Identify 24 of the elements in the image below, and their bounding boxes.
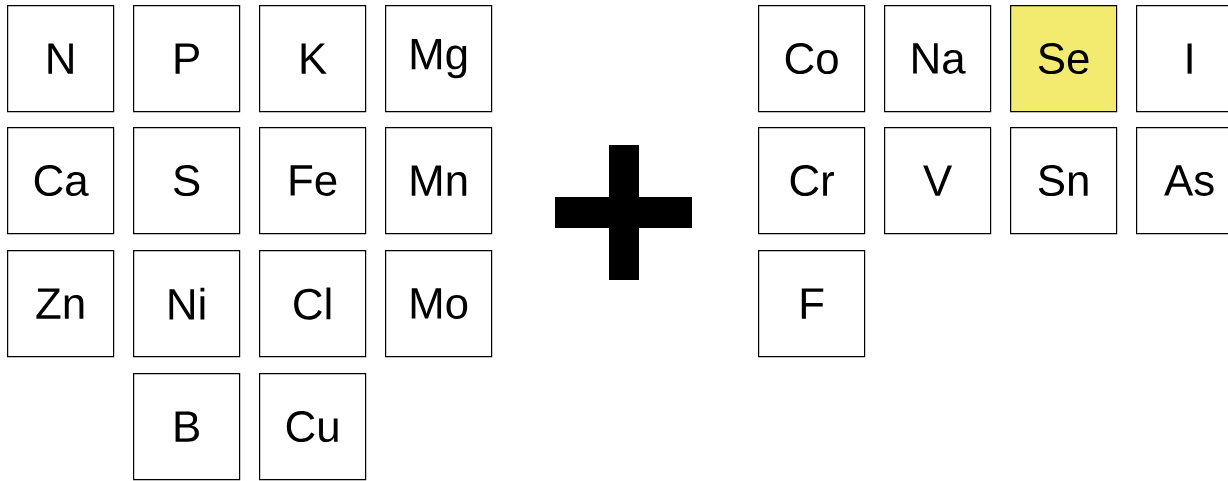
element-box: Mg: [385, 5, 493, 113]
element-box: Mo: [385, 250, 493, 358]
element-box: Ni: [133, 250, 241, 358]
element-box: As: [1136, 127, 1228, 235]
element-box: Cl: [259, 250, 367, 358]
element-box: Na: [884, 5, 992, 113]
element-box: Se: [1010, 5, 1118, 113]
element-box: P: [133, 5, 241, 113]
element-box: Sn: [1010, 127, 1118, 235]
element-box: K: [259, 5, 367, 113]
element-box: V: [884, 127, 992, 235]
element-box: Co: [758, 5, 866, 113]
element-box: B: [133, 373, 241, 481]
element-box: Mn: [385, 127, 493, 235]
element-box: S: [133, 127, 241, 235]
element-box: F: [758, 250, 866, 358]
element-box: I: [1136, 5, 1228, 113]
plus-sign: [555, 145, 692, 280]
element-box: Zn: [7, 250, 115, 358]
element-box: Cr: [758, 127, 866, 235]
element-box: Fe: [259, 127, 367, 235]
element-box: Cu: [259, 373, 367, 481]
element-box: Ca: [7, 127, 115, 235]
element-box: N: [7, 5, 115, 113]
